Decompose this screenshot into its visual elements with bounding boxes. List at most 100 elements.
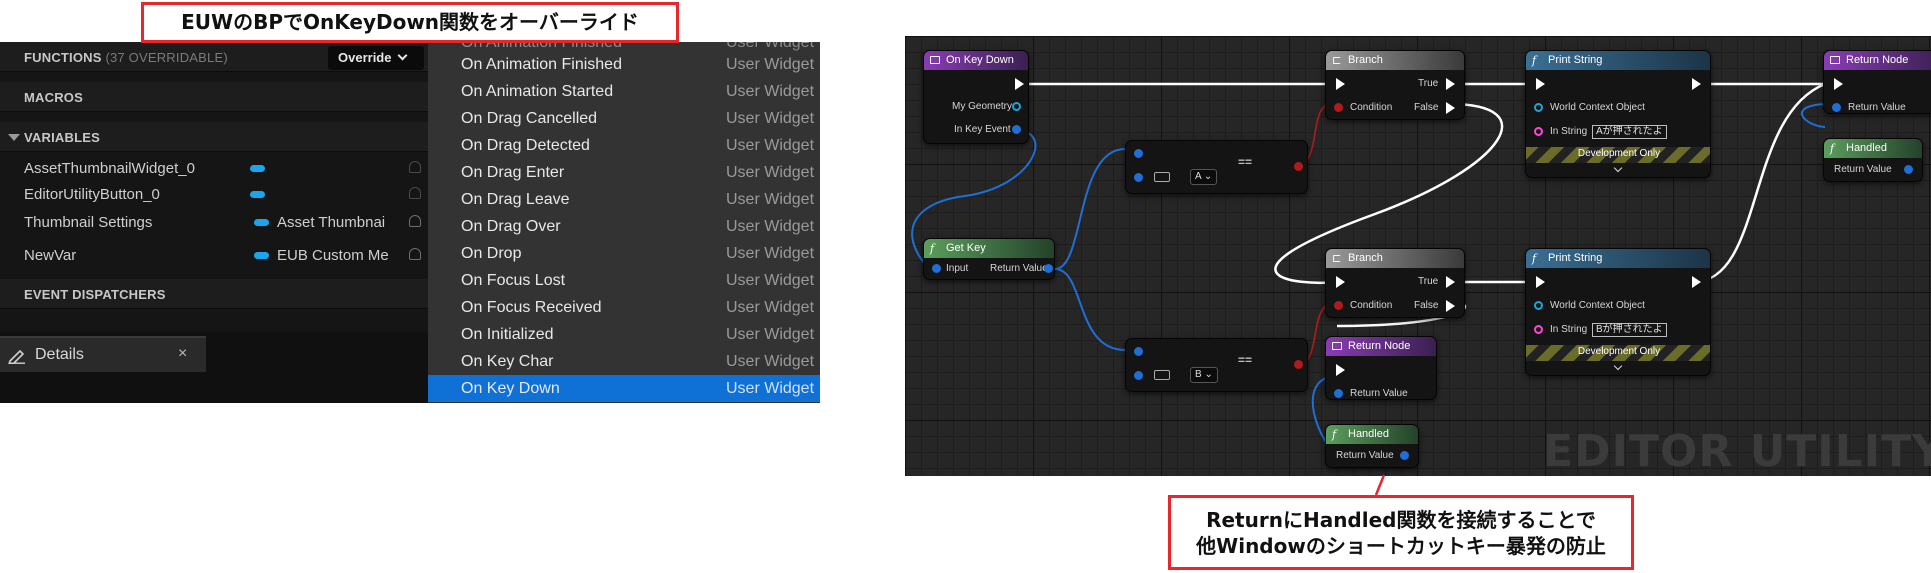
key-event-pin[interactable] xyxy=(1012,125,1021,134)
condition-pin[interactable] xyxy=(1334,301,1343,310)
replication-bell-icon[interactable] xyxy=(409,187,421,199)
bool-out-pin[interactable] xyxy=(1294,162,1303,171)
collapse-triangle-icon[interactable] xyxy=(8,134,20,141)
key-in-pin[interactable] xyxy=(1134,371,1143,380)
exec-in-pin[interactable] xyxy=(1336,78,1345,90)
in-string-pin[interactable] xyxy=(1534,127,1543,136)
exec-in-pin[interactable] xyxy=(1536,276,1545,288)
in-string-value[interactable]: Bが押されたよ xyxy=(1592,323,1667,337)
function-label: On Drag Cancelled xyxy=(461,110,598,127)
variable-row[interactable]: EditorUtilityButton_0 xyxy=(0,181,428,207)
world-context-pin[interactable] xyxy=(1534,103,1543,112)
return-value-pin[interactable] xyxy=(1904,165,1913,174)
replication-bell-icon[interactable] xyxy=(409,161,421,173)
true-exec-pin[interactable] xyxy=(1446,276,1455,288)
function-icon: f xyxy=(930,242,935,255)
return-value-pin[interactable] xyxy=(1044,264,1053,273)
branch-node-1[interactable]: ⊏Branch True Condition False xyxy=(1325,50,1465,120)
on-key-down-node[interactable]: On Key Down My Geometry In Key Event xyxy=(923,50,1029,144)
details-tab[interactable]: Details × xyxy=(0,336,206,372)
blueprint-graph[interactable]: EDITOR UTILITY WI On Key Down My Geometr… xyxy=(905,36,1931,476)
condition-pin[interactable] xyxy=(1334,103,1343,112)
true-exec-pin[interactable] xyxy=(1446,78,1455,90)
node-title: Branch xyxy=(1348,54,1383,66)
variable-row[interactable]: AssetThumbnailWidget_0 xyxy=(0,155,428,181)
return-node-2[interactable]: Return Node Return Value xyxy=(1325,336,1437,400)
exec-out-pin[interactable] xyxy=(1015,78,1024,90)
function-label: On Drag Leave xyxy=(461,191,570,208)
return-node-1[interactable]: Return Node Return Value xyxy=(1823,50,1931,114)
function-label: On Drop xyxy=(461,245,522,262)
exec-in-pin[interactable] xyxy=(1336,276,1345,288)
in-string-value[interactable]: Aが押されたよ xyxy=(1592,125,1667,139)
function-label: On Animation Finished xyxy=(461,42,622,51)
return-value-pin[interactable] xyxy=(1832,103,1841,112)
replication-bell-icon[interactable] xyxy=(409,248,421,260)
branch-node-2[interactable]: ⊏Branch True Condition False xyxy=(1325,248,1465,318)
pin-label: My Geometry xyxy=(952,101,1013,112)
variables-section-header[interactable]: VARIABLES xyxy=(0,122,428,152)
return-value-pin[interactable] xyxy=(1400,451,1409,460)
exec-in-pin[interactable] xyxy=(1536,78,1545,90)
variable-row[interactable]: NewVar EUB Custom Me xyxy=(0,242,428,268)
override-dropdown-button[interactable]: Override xyxy=(328,46,424,70)
input-pin[interactable] xyxy=(932,264,941,273)
exec-out-pin[interactable] xyxy=(1692,276,1701,288)
exec-out-pin[interactable] xyxy=(1692,78,1701,90)
node-title: Return Node xyxy=(1348,340,1411,352)
geometry-pin[interactable] xyxy=(1012,102,1021,111)
equal-key-node-a[interactable]: A ⌄ == xyxy=(1125,140,1308,194)
key-in-pin[interactable] xyxy=(1134,347,1143,356)
bool-out-pin[interactable] xyxy=(1294,360,1303,369)
functions-section-header[interactable]: FUNCTIONS (37 OVERRIDABLE) Override xyxy=(0,42,428,72)
close-icon[interactable]: × xyxy=(178,345,188,362)
key-in-pin[interactable] xyxy=(1134,149,1143,158)
replication-bell-icon[interactable] xyxy=(409,215,421,227)
exec-in-pin[interactable] xyxy=(1834,78,1843,90)
false-exec-pin[interactable] xyxy=(1446,300,1455,312)
key-in-pin[interactable] xyxy=(1134,173,1143,182)
equal-key-node-b[interactable]: B ⌄ == xyxy=(1125,338,1308,392)
pin-label: True xyxy=(1418,276,1439,287)
function-category: User Widget xyxy=(726,218,815,235)
return-value-pin[interactable] xyxy=(1334,389,1343,398)
development-only-label: Development Only xyxy=(1577,346,1661,357)
exec-in-pin[interactable] xyxy=(1336,364,1345,376)
variable-row[interactable]: Thumbnail Settings Asset Thumbnai xyxy=(0,209,428,235)
world-context-pin[interactable] xyxy=(1534,301,1543,310)
event-dispatchers-section-header[interactable]: EVENT DISPATCHERS xyxy=(0,279,428,309)
pin-label: Condition xyxy=(1350,102,1393,113)
variables-title: VARIABLES xyxy=(24,130,100,145)
key-selector[interactable]: A ⌄ xyxy=(1190,169,1218,185)
key-value: B xyxy=(1195,369,1202,380)
function-label: On Animation Started xyxy=(461,83,614,100)
node-title: Print String xyxy=(1548,252,1603,264)
key-selector[interactable]: B ⌄ xyxy=(1190,367,1218,383)
in-string-pin[interactable] xyxy=(1534,325,1543,334)
function-category: User Widget xyxy=(726,326,815,343)
variable-type-pill xyxy=(254,219,269,226)
false-exec-pin[interactable] xyxy=(1446,102,1455,114)
macros-section-header[interactable]: MACROS xyxy=(0,82,428,112)
